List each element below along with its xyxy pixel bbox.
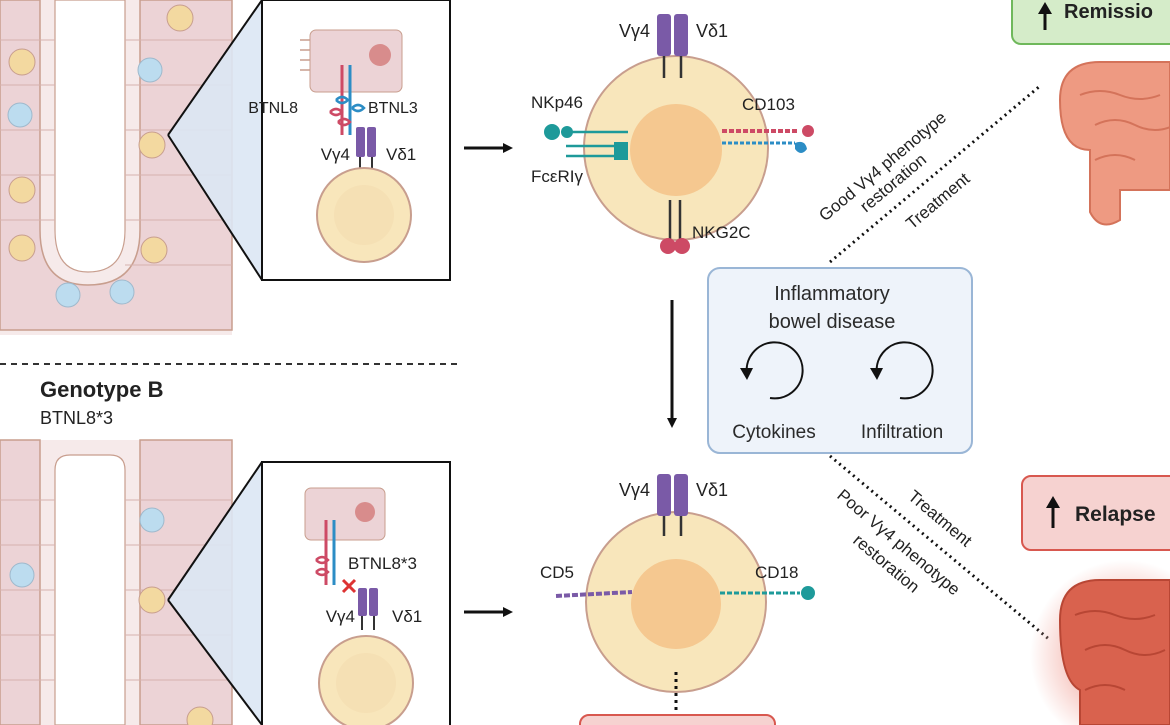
receptor-vg4-label-b: Vγ4: [619, 480, 650, 500]
receptor-vd1-label: Vδ1: [696, 21, 728, 41]
cd5-label: CD5: [540, 563, 574, 582]
poor-path-line1: Treatment: [904, 487, 975, 551]
poor-restoration-path: Treatment Poor Vγ4 phenotype restoration: [829, 454, 1051, 642]
epithelial-cell: [8, 176, 36, 204]
up-arrow-icon: [1046, 496, 1060, 528]
intestinal-crypt-top: [0, 0, 263, 335]
ibd-title-line1: Inflammatory: [774, 283, 890, 305]
lymphocyte: [137, 57, 163, 83]
lymphocyte: [55, 282, 81, 308]
relapse-label: Relapse: [1075, 503, 1156, 526]
lymphocyte: [9, 562, 35, 588]
epithelial-cell: [138, 131, 166, 159]
vg4-t-cell-top: Vγ4 Vδ1 NKp46 FcεRIγ CD103 NKG2C: [531, 14, 814, 254]
btnl8-3-label: BTNL8*3: [348, 554, 417, 573]
cytokines-label: Cytokines: [732, 422, 815, 443]
receptor-vg4-label: Vγ4: [619, 21, 650, 41]
vg4-label: Vγ4: [321, 145, 350, 164]
genotype-b-allele: BTNL8*3: [40, 408, 113, 428]
epithelial-cell: [139, 507, 165, 533]
btnl-interaction-panel-bottom: BTNL8*3 Vγ4 Vδ1: [261, 461, 451, 725]
vg4-label-b: Vγ4: [326, 607, 355, 626]
epithelial-cell: [186, 706, 214, 725]
epithelial-cell: [8, 48, 36, 76]
nkg2c-label: NKG2C: [692, 223, 751, 242]
healthy-colon-illustration: [1058, 61, 1170, 226]
good-restoration-path: Good Vγ4 phenotype restoration Treatment: [815, 84, 1041, 264]
vd1-label-b: Vδ1: [392, 607, 422, 626]
circular-arrow-icon: [870, 341, 934, 400]
lymphocyte: [7, 102, 33, 128]
remission-outcome: Remissio: [1011, 0, 1170, 226]
infiltration-label: Infiltration: [861, 422, 943, 443]
epithelial-cell: [138, 586, 166, 614]
ibd-box: Inflammatory bowel disease Cytokines Inf…: [707, 267, 973, 454]
up-arrow-icon: [1038, 2, 1052, 30]
receptor-vd1-label-b: Vδ1: [696, 480, 728, 500]
remission-label: Remissio: [1064, 1, 1153, 23]
cd18-label: CD18: [755, 563, 798, 582]
cross-icon: [341, 578, 357, 594]
epithelial-cell: [140, 236, 168, 264]
inflamed-colon-illustration: [1030, 560, 1170, 725]
circular-arrow-icon: [740, 341, 804, 400]
relapse-outcome: Relapse: [1021, 475, 1170, 725]
btnl3-label: BTNL3: [368, 100, 418, 117]
lymphocyte: [109, 279, 135, 305]
epithelial-cell: [8, 234, 36, 262]
btnl-interaction-panel-top: BTNL8 BTNL3 Vγ4 Vδ1: [248, 0, 451, 281]
nkp46-label: NKp46: [531, 93, 583, 112]
bottom-outcome-badge: [579, 714, 776, 725]
vd1-label: Vδ1: [386, 145, 416, 164]
intestinal-crypt-bottom: [0, 439, 263, 725]
vg4-t-cell-bottom: Vγ4 Vδ1 CD5 CD18: [540, 474, 815, 715]
fcer-label: FcεRIγ: [531, 167, 583, 186]
genotype-b-title: Genotype B: [40, 377, 163, 402]
epithelial-cell: [166, 4, 194, 32]
cd103-label: CD103: [742, 95, 795, 114]
btnl8-label: BTNL8: [248, 100, 298, 117]
ibd-title-line2: bowel disease: [769, 311, 896, 333]
